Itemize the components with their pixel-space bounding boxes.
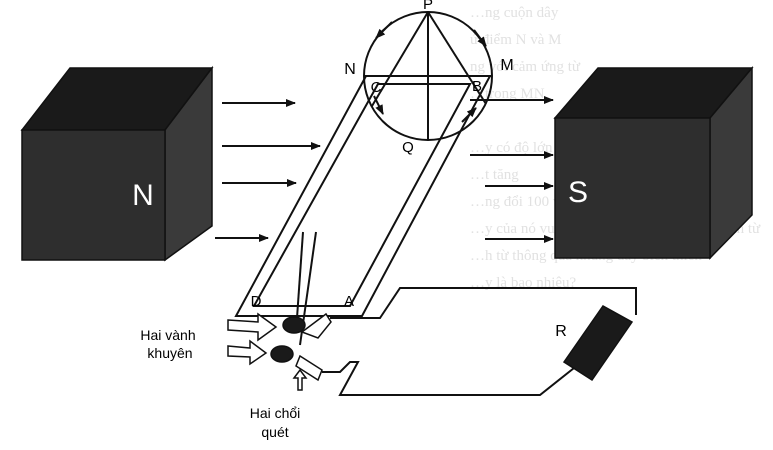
slip-rings-label-line1: Hai vành xyxy=(140,327,195,343)
brush-lower xyxy=(295,354,323,382)
slip-ring-pointer-arrow xyxy=(227,312,278,342)
brushes-label-line1: Hai chổi xyxy=(250,405,301,421)
circuit-wire-upper xyxy=(330,287,637,319)
bg-text-line: ng với cảm ứng từ xyxy=(470,59,581,75)
label-b: B xyxy=(472,78,482,95)
slip-rings-label-line2: khuyên xyxy=(147,345,192,361)
circuit-wire-lower xyxy=(322,361,575,396)
resistor xyxy=(562,305,634,382)
resistor-label: R xyxy=(555,323,567,340)
rotation-arrow xyxy=(375,21,393,39)
label-m: M xyxy=(500,57,513,74)
brushes xyxy=(227,312,332,391)
north-magnet-front xyxy=(21,129,166,261)
field-lines xyxy=(215,96,554,243)
label-q: Q xyxy=(402,139,414,156)
slip-ring-lower xyxy=(270,345,294,363)
brush-upper xyxy=(300,312,332,339)
coil-outer xyxy=(234,75,492,317)
external-circuit xyxy=(322,287,637,396)
slip-ring-pointer-arrow xyxy=(227,339,268,366)
bg-text-line: …t tăng xyxy=(470,167,519,183)
slip-rings xyxy=(270,316,306,363)
label-n-point: N xyxy=(344,61,356,78)
label-p: P xyxy=(423,0,433,13)
diameter-line xyxy=(371,11,429,107)
south-magnet: S xyxy=(553,65,754,260)
south-pole-label: S xyxy=(568,176,588,209)
brush-pointer-arrow xyxy=(292,368,308,391)
coil-inner xyxy=(252,83,472,307)
lead-wire xyxy=(296,231,304,319)
south-magnet-front xyxy=(554,117,711,259)
coil-frame xyxy=(234,75,492,317)
label-a: A xyxy=(344,293,354,310)
north-magnet: N xyxy=(20,65,214,262)
slip-ring-upper xyxy=(282,316,306,334)
brushes-label-line2: quét xyxy=(261,424,288,440)
diameter-line xyxy=(427,11,487,105)
north-pole-label: N xyxy=(132,179,154,212)
rotation-arrow xyxy=(373,95,384,115)
bg-text-line: ứ điểm N và M xyxy=(470,32,562,48)
label-d: D xyxy=(251,293,262,310)
rotation-arrow xyxy=(473,29,487,47)
bg-text-line: …ng cuộn dây xyxy=(470,5,559,21)
